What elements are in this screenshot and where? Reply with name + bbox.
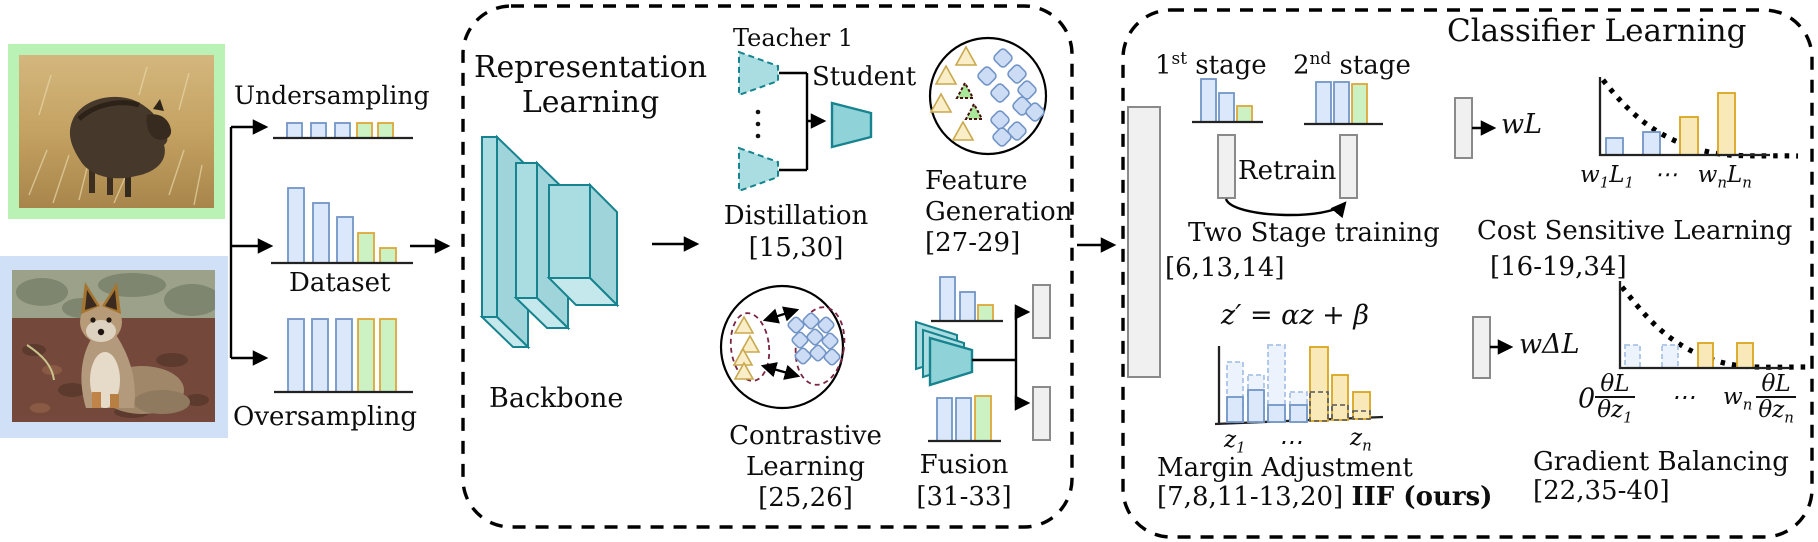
cost-sensitive-refs: [16-19,34]: [1490, 252, 1627, 282]
gradient-balancing-icon: [1472, 281, 1807, 379]
margin-adjustment-icon: [1214, 344, 1384, 426]
oversampling-chart: [274, 318, 413, 394]
oversampling-label: Oversampling: [233, 402, 417, 432]
feature-diamonds: [977, 48, 1045, 147]
feature-generation-label: Feature Generation [27-29]: [925, 166, 1072, 260]
cost-sensitive-name: Cost Sensitive Learning: [1477, 216, 1793, 246]
feature-generation-refs: [27-29]: [925, 228, 1021, 259]
contrastive-diamonds: [787, 312, 841, 366]
fusion-label: Fusion [31-33]: [904, 450, 1024, 513]
stage1-sup: st: [1171, 48, 1188, 68]
feature-generation-line1: Feature: [925, 166, 1028, 196]
backbone-label: Backbone: [489, 383, 624, 414]
w1L1-label: w1L1: [1580, 162, 1634, 192]
fusion-refs: [31-33]: [916, 481, 1012, 512]
representation-title-line1: Representation: [473, 50, 708, 85]
hyena-silhouette: [69, 96, 172, 197]
two-stage-icon: [1192, 78, 1383, 219]
stage2-sup: nd: [1309, 48, 1332, 68]
cost-sensitive-axis-labels: w1L1 ⋯ wnLn: [1580, 162, 1752, 192]
contrastive-refs: [25,26]: [758, 483, 853, 514]
distillation-name: Distillation: [723, 201, 869, 231]
representation-learning-title: Representation Learning: [463, 50, 718, 121]
stage1-word: stage: [1195, 50, 1267, 81]
fusion-icon: [915, 276, 1051, 443]
stage2-label: 2nd stage: [1293, 49, 1411, 80]
feature-generation-line2: Generation: [925, 197, 1073, 228]
fox-illustration: [12, 270, 215, 422]
gradient-name: Gradient Balancing: [1533, 447, 1789, 477]
contrastive-line2: Learning: [745, 452, 866, 483]
gradient-refs: [22,35-40]: [1533, 476, 1670, 506]
distillation-label: Distillation [15,30]: [716, 201, 876, 264]
wnLn-label: wnLn: [1697, 162, 1752, 192]
feature-vector-rect: [1127, 106, 1161, 378]
student-label: Student: [812, 62, 917, 92]
contrastive-learning-icon: [719, 284, 846, 410]
weighted-loss-label: wL: [1501, 109, 1543, 140]
margin-refs: [7,8,11-13,20]: [1157, 482, 1344, 512]
weighted-delta-label: wΔL: [1519, 329, 1580, 360]
margin-formula: z′ = αz + β: [1221, 300, 1369, 331]
stage2-word: stage: [1339, 50, 1411, 81]
zero-label: 0: [1578, 383, 1596, 415]
classifier-learning-title: Classifier Learning: [1447, 13, 1747, 49]
distillation-icon: [738, 50, 873, 193]
undersampling-chart: [273, 122, 413, 140]
fusion-name: Fusion: [919, 450, 1009, 480]
stage1-num: 1: [1155, 50, 1172, 81]
margin-refs-line: [7,8,11-13,20] IIF (ours): [1157, 483, 1493, 512]
gradient-dots: ⋯: [1671, 383, 1695, 411]
cost-sensitive-icon: [1454, 77, 1799, 159]
fox-photo: [0, 256, 228, 438]
retrain-label: Retrain: [1238, 156, 1337, 186]
backbone-icon: [479, 134, 620, 350]
distillation-refs: [15,30]: [748, 232, 844, 263]
hyena-illustration: [19, 55, 214, 208]
classifier-learning-box: [1121, 8, 1814, 539]
hyena-photo: [8, 44, 225, 219]
margin-dots: ⋯: [1278, 428, 1302, 456]
dataset-chart: [271, 187, 413, 265]
zn-label: zn: [1350, 425, 1372, 455]
input-connectors: [229, 119, 451, 366]
wn-label: wn: [1723, 384, 1753, 414]
two-stage-refs: [6,13,14]: [1165, 253, 1285, 283]
teacher-label: Teacher 1: [733, 24, 854, 52]
margin-name: Margin Adjustment: [1157, 453, 1413, 483]
stage1-label: 1st stage: [1155, 49, 1267, 80]
stage2-num: 2: [1293, 50, 1310, 81]
feature-generation-icon: [928, 36, 1048, 156]
dataset-label: Dataset: [289, 268, 391, 298]
two-stage-name: Two Stage training: [1188, 218, 1440, 248]
representation-title-line2: Learning: [521, 85, 660, 121]
iif-ours-label: IIF (ours): [1351, 482, 1493, 512]
contrastive-learning-label: Contrastive Learning [25,26]: [718, 421, 893, 515]
z1-label: z1: [1224, 427, 1246, 457]
contrastive-line1: Contrastive: [729, 421, 882, 451]
undersampling-label: Undersampling: [234, 81, 430, 110]
cost-sensitive-dots: ⋯: [1654, 162, 1678, 188]
representation-learning-box: [461, 4, 1074, 529]
fox-shape: [80, 282, 190, 414]
